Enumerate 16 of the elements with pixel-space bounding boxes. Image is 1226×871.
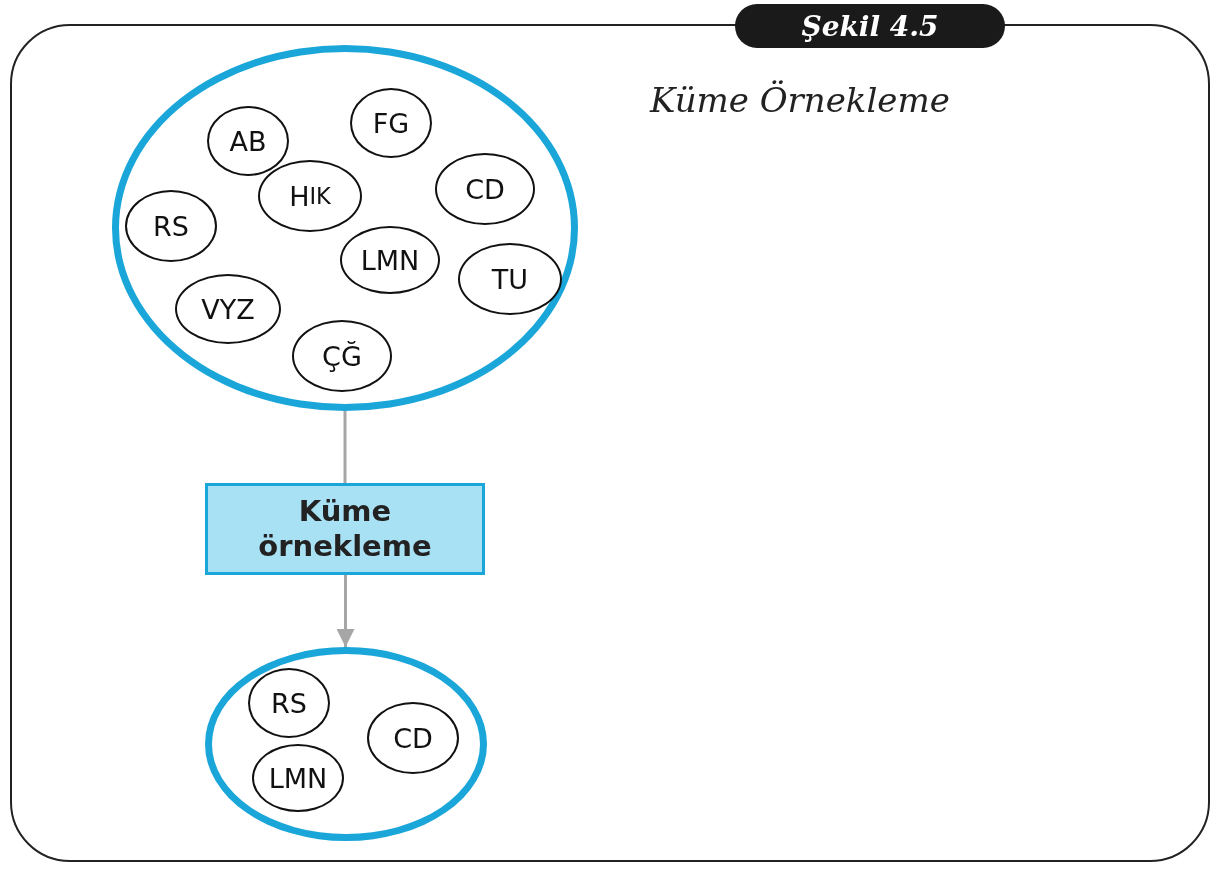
figure-title: Küme Örnekleme — [650, 80, 950, 120]
cluster-bubble: TU — [458, 243, 562, 315]
figure-number-label: Şekil 4.5 — [735, 4, 1005, 48]
cluster-bubble: LMN — [340, 226, 440, 294]
cluster-bubble: CD — [367, 702, 459, 774]
process-box: Küme örnekleme — [205, 483, 485, 575]
cluster-bubble: ÇĞ — [292, 320, 392, 392]
cluster-bubble: CD — [435, 153, 535, 225]
arrow — [336, 575, 355, 647]
cluster-bubble: VYZ — [175, 274, 281, 344]
cluster-bubble: AB — [207, 106, 289, 176]
cluster-bubble: FG — [350, 88, 432, 158]
connector-line — [343, 411, 347, 483]
cluster-bubble: RS — [125, 190, 217, 262]
cluster-bubble: LMN — [252, 744, 344, 812]
cluster-bubble: RS — [248, 668, 330, 738]
